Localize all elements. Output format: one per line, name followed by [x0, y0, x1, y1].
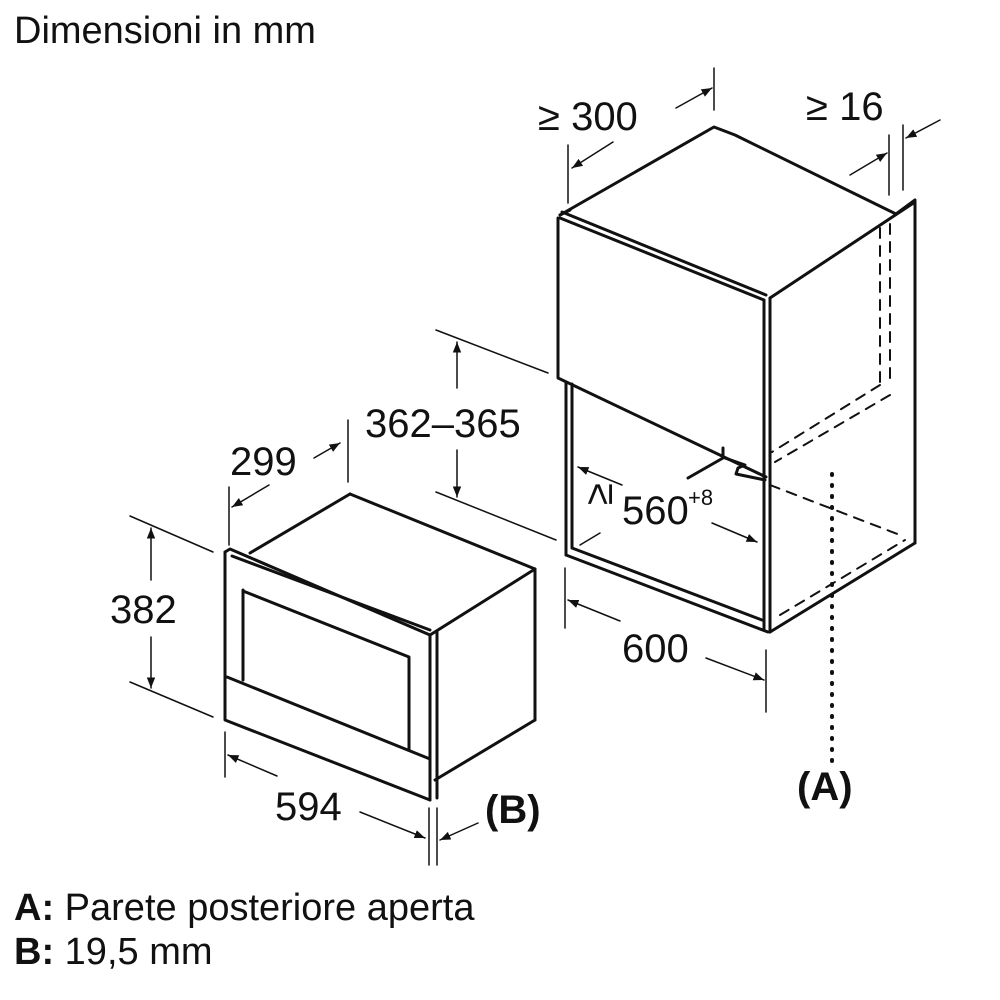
dim-niche-width: 560 — [622, 489, 689, 533]
dim-side-gap: ≥ 16 — [806, 85, 884, 129]
cabinet-drawing — [556, 125, 917, 634]
appliance-drawing — [223, 492, 537, 802]
label-b: (B) — [485, 788, 541, 832]
dim-niche-depth: ≥ 300 — [538, 95, 638, 139]
dim-appliance-height: 382 — [110, 588, 177, 632]
dim-cabinet-width: 600 — [622, 627, 689, 671]
dim-appliance-depth: 299 — [230, 440, 297, 484]
page-title: Dimensioni in mm — [14, 10, 316, 52]
dim-appliance-width: 594 — [275, 785, 342, 829]
dim-niche-width-prefix: ≥ — [577, 483, 621, 505]
label-a: (A) — [797, 765, 853, 809]
dim-niche-width-tol: +8 — [688, 485, 713, 510]
legend: A: Parete posteriore aperta B: 19,5 mm — [14, 886, 474, 974]
legend-item-a: A: Parete posteriore aperta — [14, 887, 475, 929]
legend-item-b: B: 19,5 mm — [14, 931, 213, 973]
dim-niche-height: 362–365 — [365, 402, 521, 446]
